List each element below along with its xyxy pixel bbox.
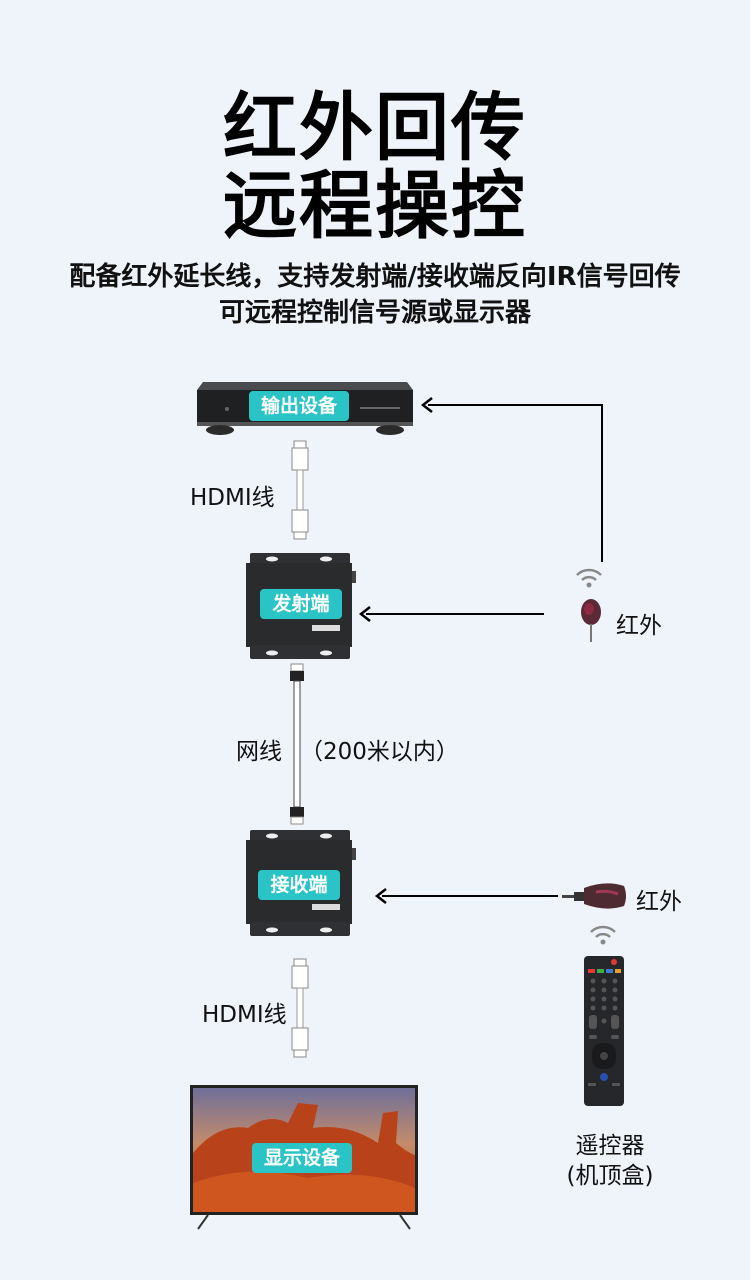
hdmi-cable-top-label: HDMI线 [190,485,275,511]
ir-return-arrow-vertical [601,404,603,562]
arrow-left-icon [420,397,433,413]
output-device-label: 输出设备 [249,391,349,421]
ir-label-top: 红外 [616,613,662,639]
output-device: 输出设备 [195,378,415,438]
remote-note: (机顶盒) [566,1163,654,1189]
network-cable [290,663,304,825]
ir-arrow-receiver-line [382,895,558,897]
network-cable-label: 网线 [236,739,282,765]
receiver-device: 接收端 [246,830,356,938]
ir-receiver-icon [581,599,601,642]
ir-label-bottom: 红外 [636,889,682,915]
arrow-left-icon [374,888,387,904]
remote-label: 遥控器 [575,1133,645,1159]
subtitle-line-1: 配备红外延长线，支持发射端/接收端反向IR信号回传 [69,262,681,292]
display-device-label: 显示设备 [252,1143,352,1173]
transmitter-label: 发射端 [260,589,342,619]
receiver-label: 接收端 [258,870,340,900]
wifi-signal-icon [590,925,616,945]
network-range-label: （200米以内） [300,739,459,765]
transmitter-device: 发射端 [246,553,356,661]
ir-return-arrow-top-horizontal [428,404,602,406]
ir-arrow-transmitter-line [366,613,544,615]
hdmi-cable-top [291,440,309,540]
hdmi-cable-bottom [291,958,309,1058]
ir-emitter-icon [562,883,626,909]
title-line-2: 远程操控 [223,163,527,249]
wifi-signal-icon [576,568,602,588]
arrow-left-icon [358,606,371,622]
title-line-1: 红外回传 [223,85,527,171]
remote-control-icon [584,956,624,1106]
display-device: 显示设备 [188,1083,420,1231]
hdmi-cable-bottom-label: HDMI线 [202,1002,287,1028]
subtitle-line-2: 可远程控制信号源或显示器 [218,298,531,328]
